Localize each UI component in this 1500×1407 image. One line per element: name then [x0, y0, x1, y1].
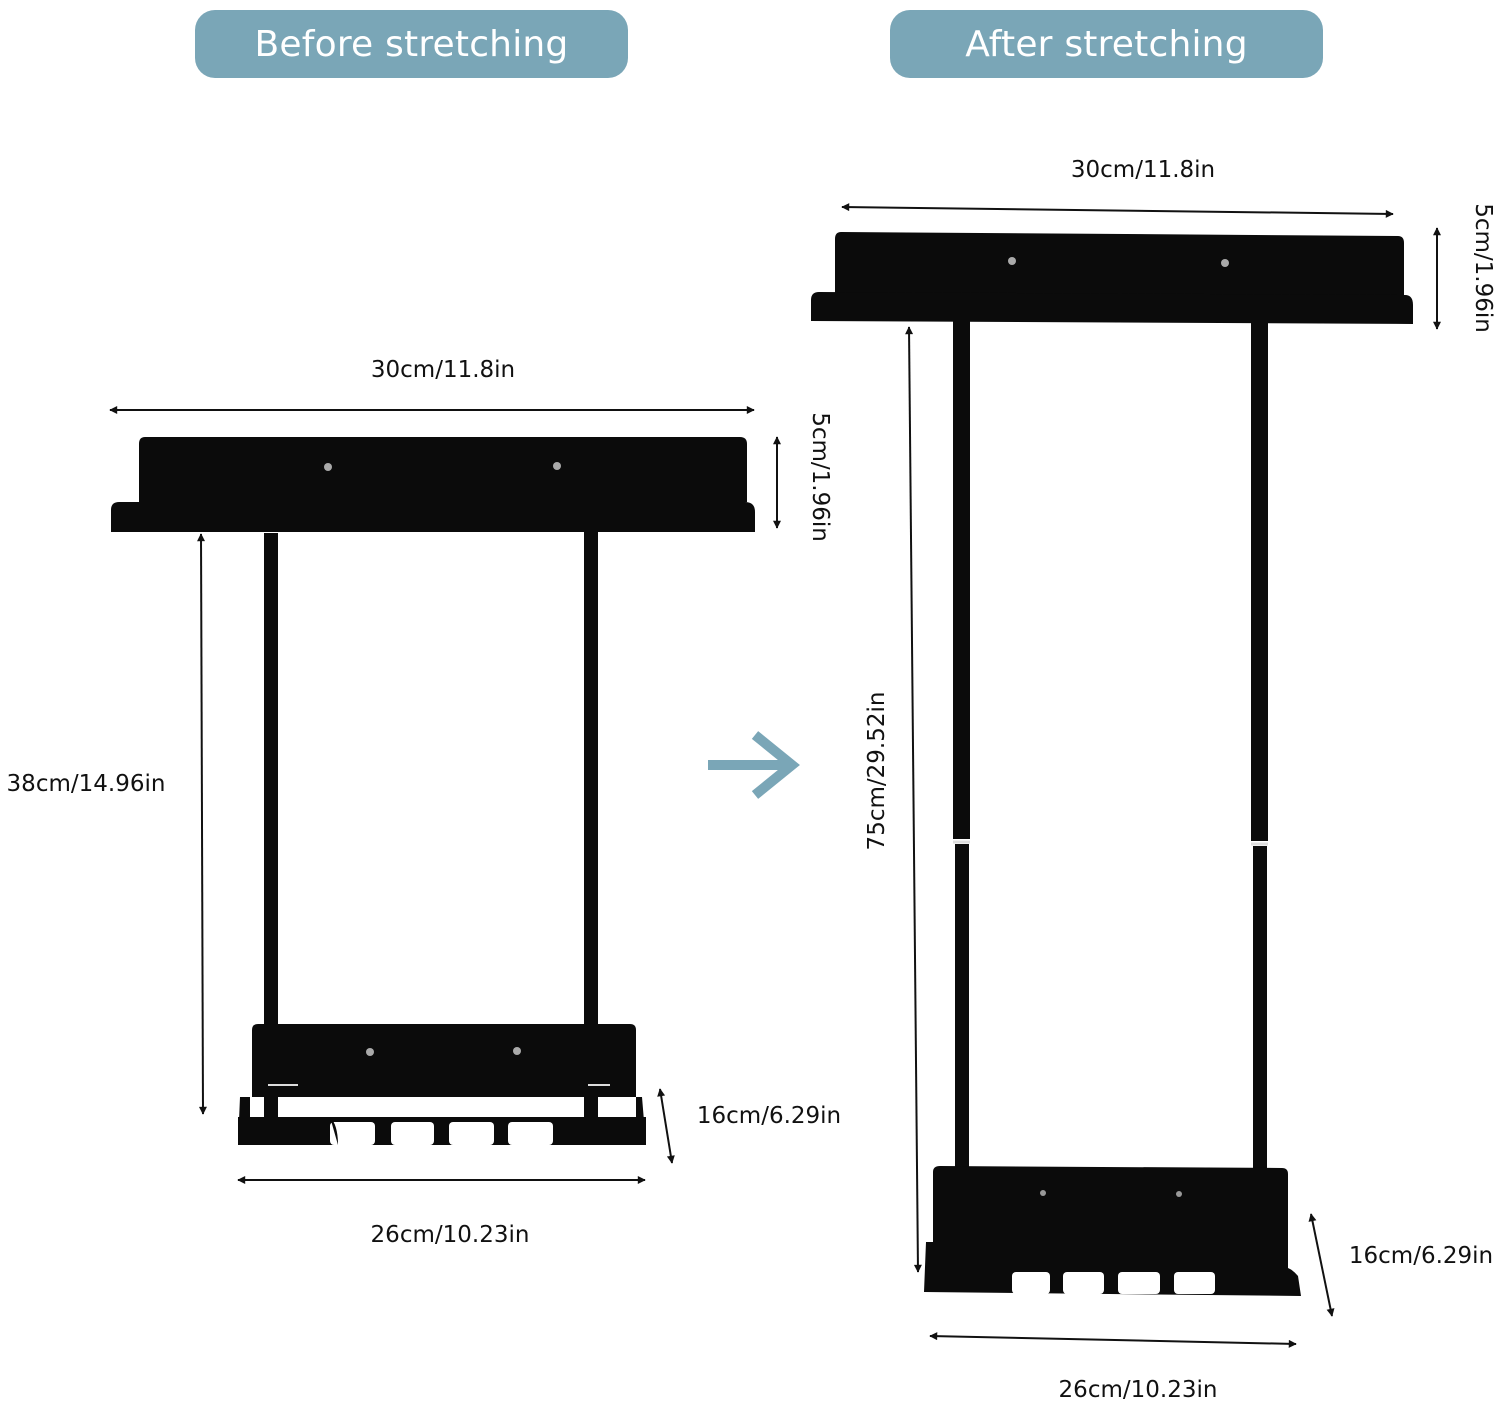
- before-screw-icon: [553, 462, 561, 470]
- before-bottom-width-label: 26cm/10.23in: [371, 1222, 530, 1248]
- after-pole-right-lower: [1253, 846, 1267, 1174]
- after-pole-right-upper: [1251, 323, 1268, 841]
- before-screw-icon: [366, 1048, 374, 1056]
- before-stand: [111, 437, 755, 1145]
- before-pole-height-arrow: [197, 533, 207, 1115]
- before-top-shelf-lip: [111, 502, 755, 532]
- before-shelf-height-label: 5cm/1.96in: [807, 412, 833, 542]
- after-pole-height-arrow: [905, 326, 922, 1273]
- before-base-height-arrow: [657, 1088, 675, 1164]
- before-stretching-label: Before stretching: [195, 10, 628, 78]
- after-screw-icon: [1008, 257, 1016, 265]
- after-base-height-label: 16cm/6.29in: [1349, 1243, 1493, 1269]
- before-screw-icon: [324, 463, 332, 471]
- after-screw-icon: [1221, 259, 1229, 267]
- after-base-height-arrow: [1308, 1213, 1335, 1317]
- after-stretching-label: After stretching: [890, 10, 1323, 78]
- before-pole-height-label: 38cm/14.96in: [7, 771, 166, 797]
- after-stand: [811, 232, 1413, 1296]
- before-top-shelf-back: [139, 437, 747, 502]
- after-screw-icon: [1040, 1190, 1046, 1196]
- after-base-back: [933, 1166, 1288, 1242]
- before-pole-right: [584, 532, 598, 1118]
- after-top-width-label: 30cm/11.8in: [1071, 157, 1215, 183]
- after-screw-icon: [1176, 1191, 1182, 1197]
- before-top-width-label: 30cm/11.8in: [371, 357, 515, 383]
- after-bottom-width-label: 26cm/10.23in: [1059, 1377, 1218, 1403]
- after-pole-left-lower: [955, 844, 969, 1174]
- after-pole-left-upper: [953, 321, 970, 839]
- before-screw-icon: [513, 1047, 521, 1055]
- before-base-height-label: 16cm/6.29in: [697, 1103, 841, 1129]
- after-top-shelf-back: [835, 232, 1404, 296]
- before-base-back: [252, 1024, 636, 1097]
- after-top-width-arrow: [841, 203, 1394, 218]
- before-pole-left: [264, 533, 278, 1118]
- after-bottom-width-arrow: [929, 1332, 1297, 1348]
- after-base-tray: [924, 1242, 1301, 1296]
- arrow-right-icon: [708, 731, 800, 799]
- after-top-shelf-lip: [811, 292, 1413, 324]
- after-shelf-height-label: 5cm/1.96in: [1470, 203, 1496, 333]
- after-pole-height-label: 75cm/29.52in: [864, 692, 890, 851]
